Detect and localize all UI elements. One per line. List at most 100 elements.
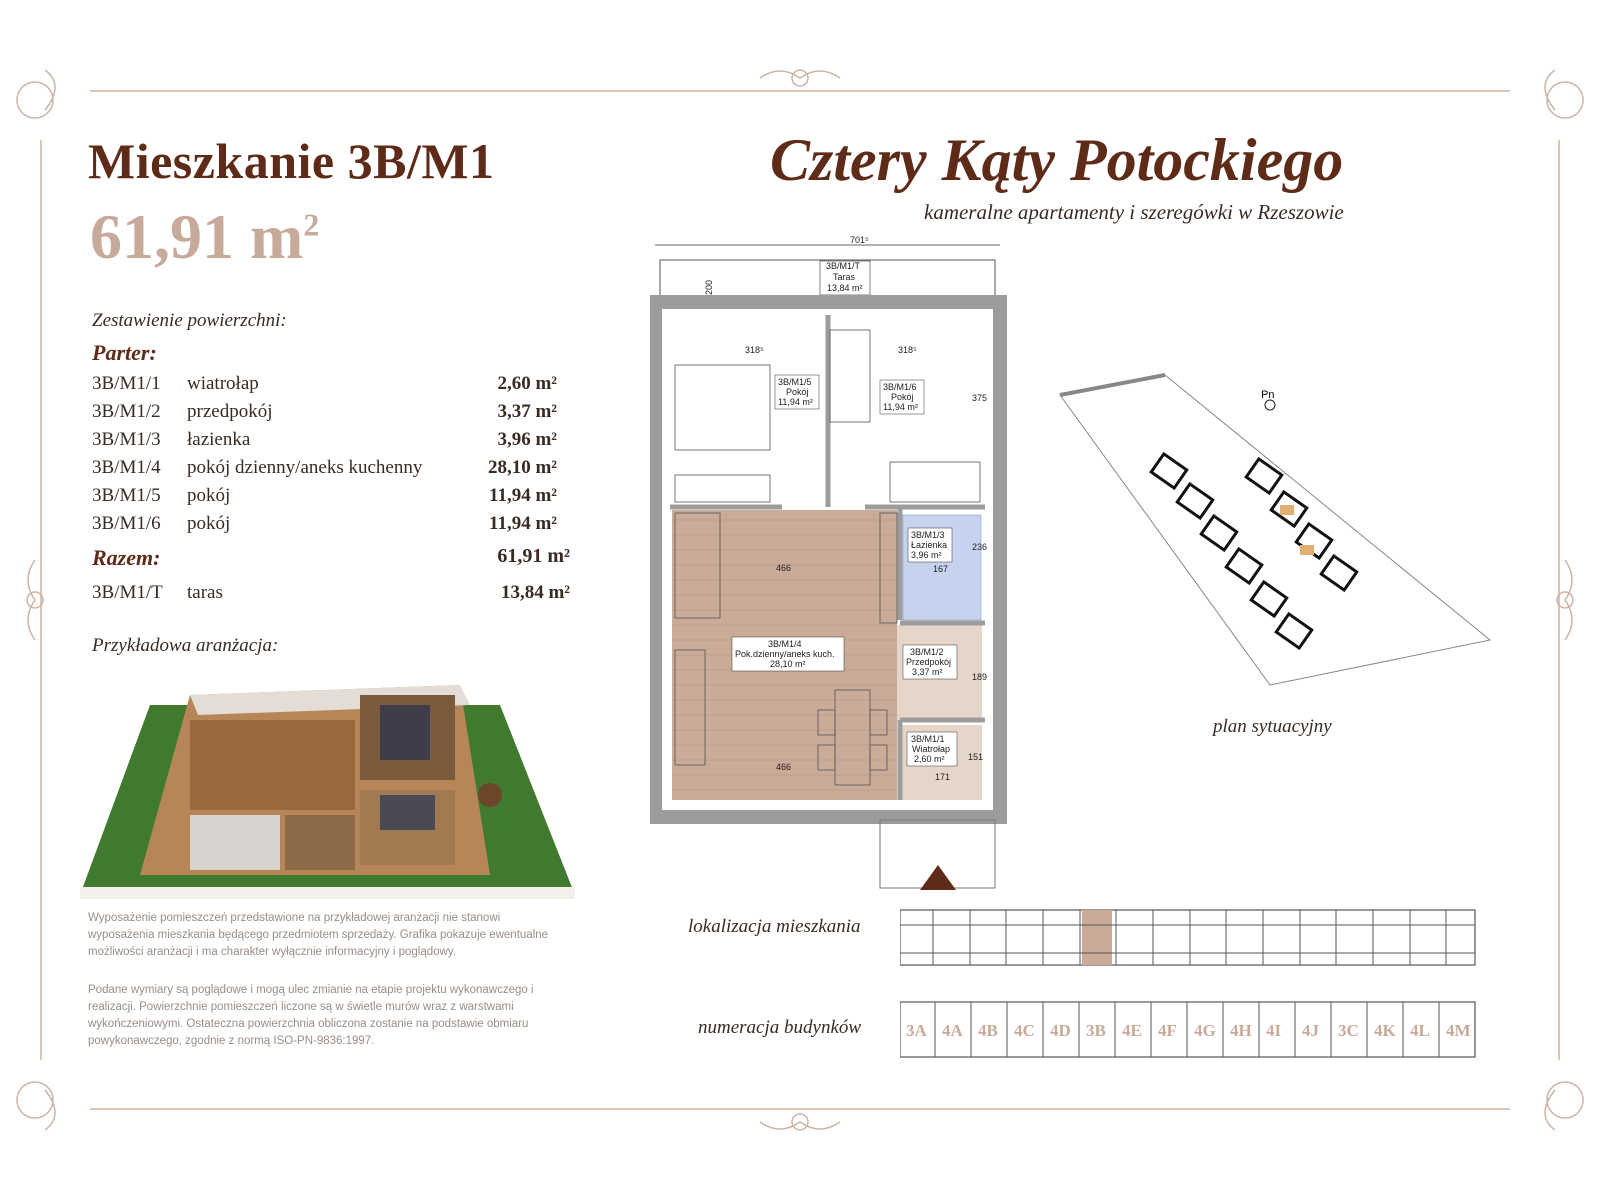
building-number: 4E: [1122, 1021, 1142, 1040]
building-number: 3B: [1086, 1021, 1106, 1040]
room1-label: 3B/M1/1 Wiatrołap 2,60 m²: [906, 731, 958, 767]
room-area: 11,94 m²: [489, 485, 557, 506]
room-area: 3,37 m²: [497, 401, 557, 422]
building-number: 4M: [1446, 1021, 1471, 1040]
room-area: 3,96 m²: [497, 429, 557, 450]
disclaimer-arrangement: Wyposażenie pomieszczeń przedstawione na…: [88, 912, 549, 958]
decorative-frame: [40, 90, 1560, 1110]
room-code: 3B/M1/3: [92, 429, 161, 450]
room4-label: 3B/M1/4 Pok.dzienny/aneks kuch. 28,10 m²: [731, 636, 845, 672]
terrace-label-area: 13,84 m²: [827, 283, 863, 293]
apartment-area: 61,91 m2: [90, 201, 320, 272]
room-code: 3B/M1/1: [92, 373, 161, 394]
room-code: 3B/M1/5: [92, 485, 161, 506]
building-number: 4I: [1266, 1021, 1282, 1040]
plan-dim-200: 200: [704, 280, 714, 295]
svg-text:11,94 m²: 11,94 m²: [883, 402, 918, 412]
room-code: 3B/M1/4: [92, 457, 161, 478]
svg-text:3B/M1/6: 3B/M1/6: [883, 382, 917, 392]
location-strip: [900, 909, 1476, 966]
building-number: 4D: [1050, 1021, 1071, 1040]
room-row: 3B/M1/1 wiatrołap 2,60 m²: [92, 370, 557, 398]
rooms-table: 3B/M1/1 wiatrołap 2,60 m² 3B/M1/2 przedpokój…: [92, 370, 557, 538]
room-name: przedpokój: [187, 401, 273, 422]
svg-text:3B/M1/4: 3B/M1/4: [768, 639, 802, 649]
svg-text:Przedpokój: Przedpokój: [906, 657, 951, 667]
room-row: 3B/M1/5 pokój 11,94 m²: [92, 482, 557, 510]
room-code: 3B/M1/6: [92, 513, 161, 534]
building-number: 4H: [1230, 1021, 1252, 1040]
location-label: lokalizacja mieszkania: [688, 916, 861, 937]
svg-text:11,94 m²: 11,94 m²: [778, 397, 813, 407]
frame-ornaments: [16, 69, 1584, 1131]
room-code: 3B/M1/2: [92, 401, 161, 422]
building-number: 4C: [1014, 1021, 1035, 1040]
arrangement-label: Przykładowa aranżacja:: [92, 635, 279, 656]
building-number: 3A: [906, 1021, 928, 1040]
plan-dim-236: 236: [972, 542, 987, 552]
site-plan-label: plan sytuacyjny: [1213, 716, 1332, 737]
svg-text:3B/M1/2: 3B/M1/2: [910, 647, 944, 657]
entrance-arrow-icon: [920, 865, 956, 890]
plan-dim-167: 167: [933, 564, 948, 574]
plan-dim-top: 701⁵: [850, 235, 869, 245]
building-number: 4B: [978, 1021, 998, 1040]
building-number: 4K: [1374, 1021, 1397, 1040]
svg-text:3B/M1/5: 3B/M1/5: [778, 377, 812, 387]
svg-text:3B/M1/3: 3B/M1/3: [911, 530, 945, 540]
svg-text:Pokój: Pokój: [891, 392, 914, 402]
plan-dim-466b: 466: [776, 762, 791, 772]
room-row: 3B/M1/2 przedpokój 3,37 m²: [92, 398, 557, 426]
plan-dim-318a: 318⁵: [745, 345, 764, 355]
apartment-title: Mieszkanie 3B/M1: [88, 133, 495, 189]
svg-text:Łazienka: Łazienka: [911, 540, 947, 550]
room6-label: 3B/M1/6 Pokój 11,94 m²: [879, 379, 925, 415]
room-area: 2,60 m²: [497, 373, 557, 394]
room-area: 28,10 m²: [487, 457, 557, 478]
plan-dim-171: 171: [935, 772, 950, 782]
plan-dim-189: 189: [972, 672, 987, 682]
room-name: wiatrołap: [187, 373, 259, 394]
arrangement-render: [80, 685, 575, 899]
building-number: 4F: [1158, 1021, 1177, 1040]
svg-text:3B/M1/1: 3B/M1/1: [911, 734, 945, 744]
terrace-label-name: Taras: [833, 272, 856, 282]
svg-text:3,96 m²: 3,96 m²: [911, 550, 942, 560]
brand-name: Cztery Kąty Potockiego: [770, 127, 1344, 193]
svg-text:28,10 m²: 28,10 m²: [770, 659, 806, 669]
terrace-code: 3B/M1/T: [92, 582, 163, 603]
building-number: 4A: [942, 1021, 964, 1040]
svg-text:Wiatrołap: Wiatrołap: [912, 744, 950, 754]
buildings-strip: 3A 4A 4B 4C 4D 3B 4E 4F 4G 4H 4I 4J 3C 4K 4L 4M: [900, 1001, 1476, 1058]
svg-text:Pok.dzienny/aneks kuch.: Pok.dzienny/aneks kuch.: [735, 649, 835, 659]
building-number: 4L: [1410, 1021, 1430, 1040]
terrace-name: taras: [187, 582, 223, 603]
plan-dim-318b: 318⁵: [898, 345, 917, 355]
building-number: 3C: [1338, 1021, 1359, 1040]
summary-heading: Zestawienie powierzchni:: [92, 310, 287, 331]
room-name: łazienka: [187, 429, 251, 450]
room-row: 3B/M1/3 łazienka 3,96 m²: [92, 426, 557, 454]
north-label: Pn: [1261, 389, 1274, 401]
room5-label: 3B/M1/5 Pokój 11,94 m²: [774, 374, 820, 410]
site-plan: Pn: [1059, 373, 1492, 686]
ground-floor-heading: Parter:: [92, 340, 157, 365]
room-name: pokój: [187, 485, 231, 506]
floor-plan: 701⁵ 200 3B/M1/T Taras 13,84 m²: [650, 235, 1007, 890]
room3-label: 3B/M1/3 Łazienka 3,96 m²: [907, 527, 953, 563]
room-area: 11,94 m²: [489, 513, 557, 534]
total-area: 61,91 m²: [497, 545, 570, 567]
buildings-label: numeracja budynków: [698, 1017, 862, 1038]
total-label: Razem:: [92, 545, 161, 570]
room2-label: 3B/M1/2 Przedpokój 3,37 m²: [902, 644, 958, 680]
plan-dim-151: 151: [968, 752, 983, 762]
brand-subtitle: kameralne apartamenty i szeregówki w Rze…: [924, 200, 1344, 224]
building-number: 4G: [1194, 1021, 1216, 1040]
svg-text:Pokój: Pokój: [786, 387, 809, 397]
plan-dim-466a: 466: [776, 563, 791, 573]
disclaimer-dimensions: Podane wymiary są poglądowe i mogą ulec …: [88, 984, 534, 1047]
terrace-label-code: 3B/M1/T: [826, 261, 861, 271]
building-number: 4J: [1302, 1021, 1320, 1040]
